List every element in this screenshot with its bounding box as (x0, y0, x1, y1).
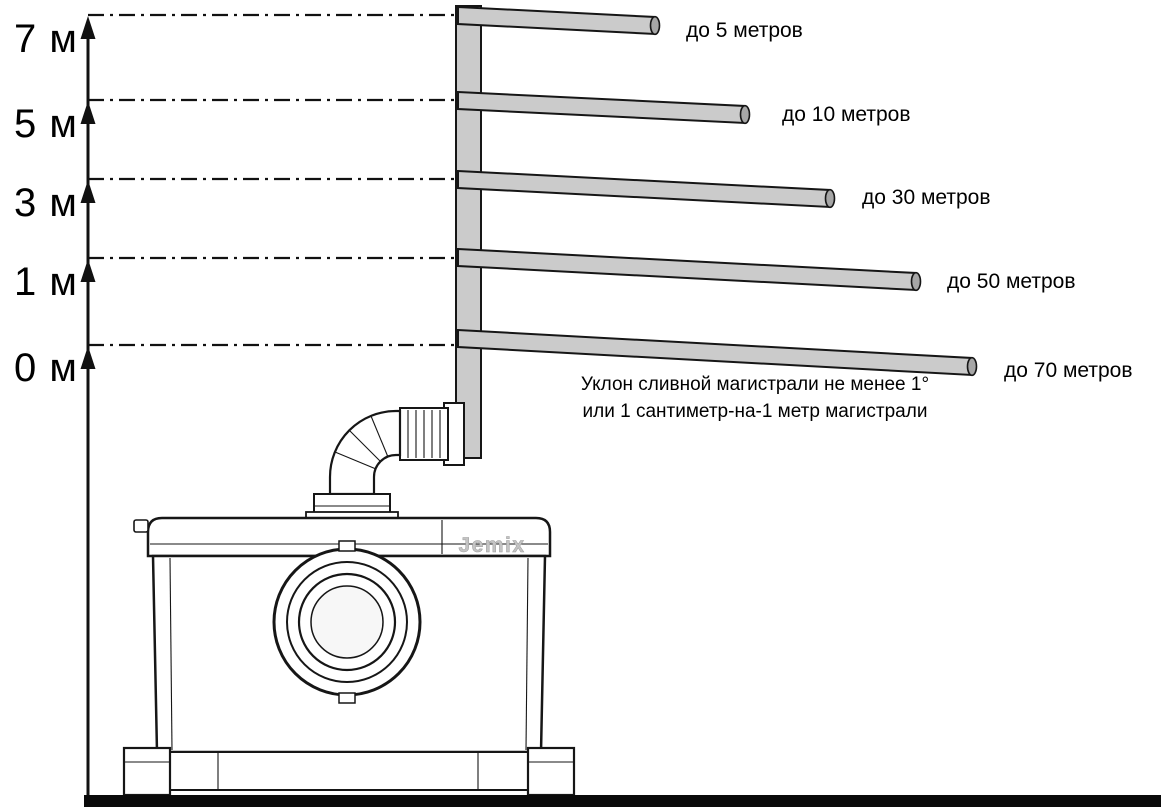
pipe-label-7m: до 5 метров (686, 19, 803, 42)
discharge-pipe-0m (457, 328, 978, 377)
height-labels: 7 м 5 м 3 м 1 м 0 м (14, 17, 78, 390)
axis-arrow-0m (80, 346, 96, 369)
height-label-7m: 7 м (14, 17, 78, 61)
brand-logo: Jemix (458, 534, 525, 557)
pipe-body-5m (457, 90, 746, 125)
slope-note: Уклон сливной магистрали не менее 1° или… (581, 374, 929, 422)
port-tab-bottom (338, 692, 356, 704)
pipe-end-5m (739, 104, 751, 125)
coupling-ribs (407, 410, 441, 458)
discharge-pipe-5m (457, 90, 751, 125)
discharge-pipe-7m (457, 5, 661, 36)
discharge-pipe-3m (457, 169, 836, 209)
inlet-port (272, 540, 422, 704)
height-label-1m: 1 м (14, 260, 78, 304)
discharge-pipes (457, 5, 978, 377)
pipe-body-0m (457, 328, 973, 377)
pipe-end-1m (910, 271, 922, 292)
axis-arrow-1m (80, 259, 96, 282)
slope-note-line1: Уклон сливной магистрали не менее 1° (581, 374, 929, 395)
pipe-distance-labels: до 5 метров до 10 метров до 30 метров до… (686, 19, 1133, 382)
pipe-body-3m (457, 169, 831, 209)
elbow-pipe (328, 409, 402, 496)
pipe-label-5m: до 10 метров (782, 103, 911, 126)
pump-foot-right (526, 746, 576, 797)
discharge-pipe-1m (457, 247, 922, 292)
slope-note-line2: или 1 сантиметр-на-1 метр магистрали (583, 401, 928, 422)
lid-clip (133, 519, 149, 533)
vertical-riser-pipe (455, 5, 482, 459)
elbow-segment-lines (334, 415, 389, 470)
height-label-3m: 3 м (14, 181, 78, 225)
pipe-end-0m (966, 356, 978, 377)
pipe-end-7m (649, 15, 661, 36)
port-tab-top (338, 540, 356, 552)
pipe-label-3m: до 30 метров (862, 186, 991, 209)
pipe-body-1m (457, 247, 917, 292)
port-cap (310, 585, 384, 659)
height-label-5m: 5 м (14, 102, 78, 146)
height-axis (80, 16, 96, 797)
axis-arrow-5m (80, 101, 96, 124)
ground-line (84, 795, 1161, 807)
pump-foot-left (122, 746, 172, 797)
pipe-end-3m (824, 188, 836, 209)
pump-lid (146, 516, 552, 558)
level-guide-lines (88, 13, 458, 347)
pipe-body-7m (457, 5, 656, 36)
pipe-label-1m: до 50 метров (947, 270, 1076, 293)
body-seam-right (525, 557, 529, 751)
axis-arrow-7m (80, 16, 96, 39)
pipe-label-0m: до 70 метров (1004, 359, 1133, 382)
height-label-0m: 0 м (14, 346, 78, 390)
body-seam-left (169, 557, 173, 751)
axis-arrow-3m (80, 180, 96, 203)
pump-unit: Jemix (122, 402, 576, 797)
